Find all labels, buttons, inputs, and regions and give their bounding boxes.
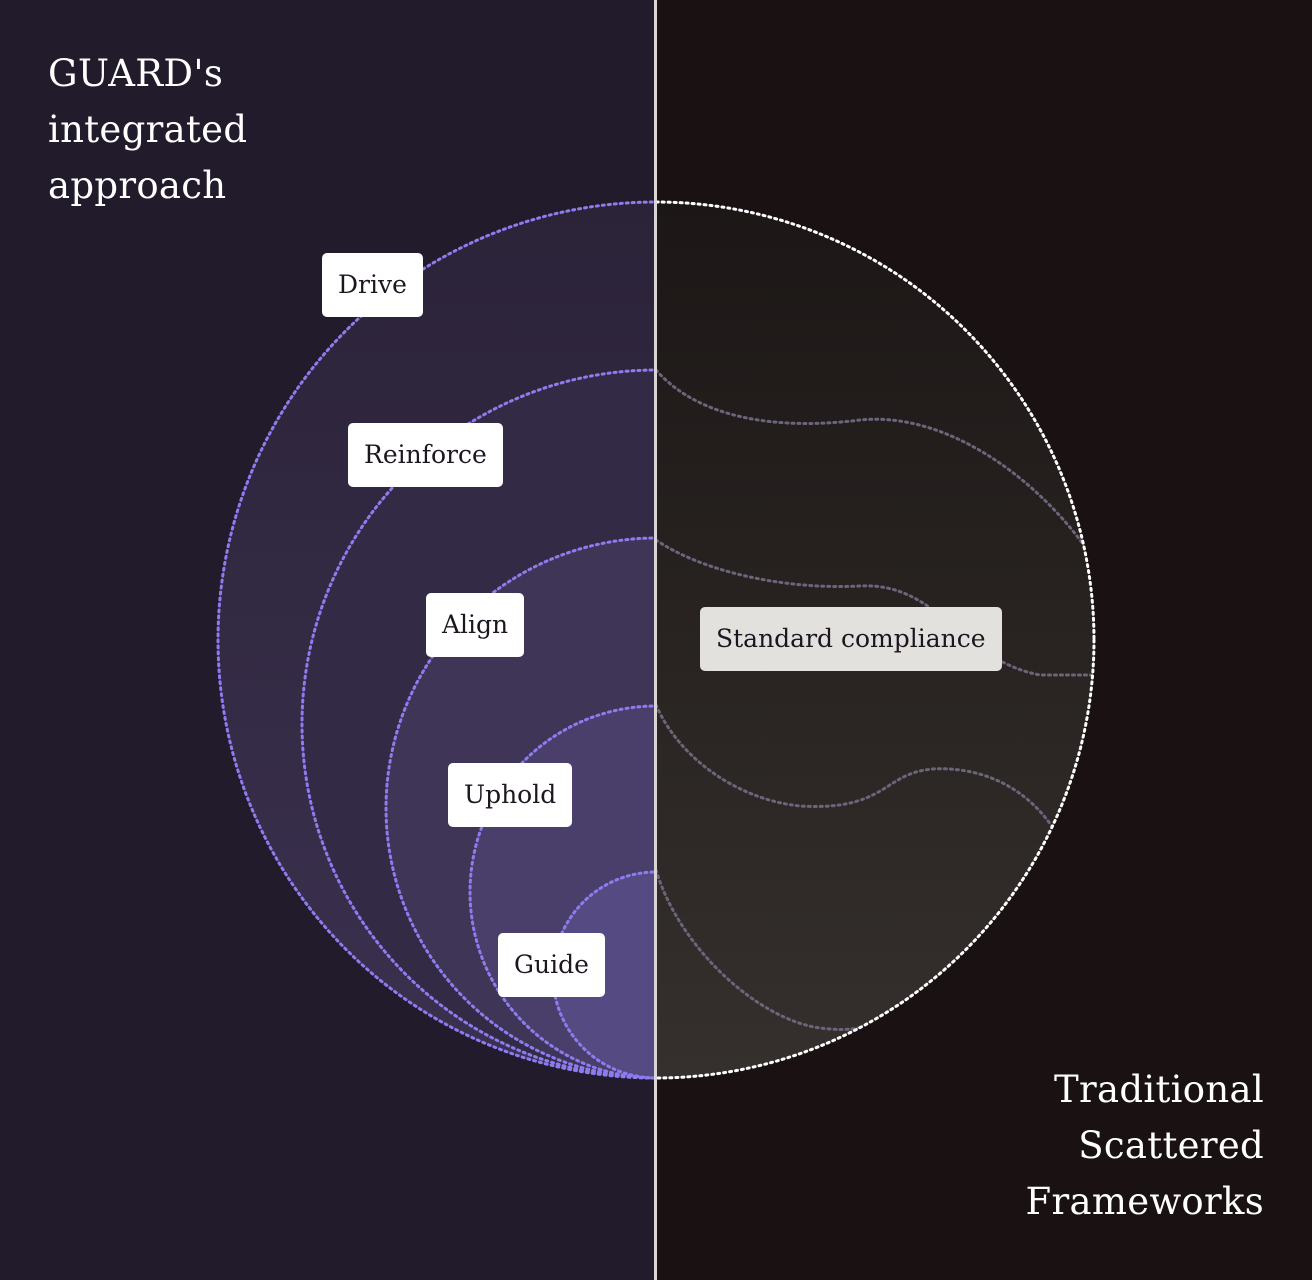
layer-label-reinforce: Reinforce — [348, 423, 503, 487]
heading-line: GUARD's — [48, 52, 224, 95]
heading-line: approach — [48, 164, 227, 207]
layer-reinforce-outline — [300, 368, 655, 1080]
scattered-outline — [656, 200, 1096, 1080]
layer-label-drive: Drive — [322, 253, 423, 317]
standard-compliance-label: Standard compliance — [700, 607, 1002, 671]
layer-uphold-outline — [468, 704, 655, 1080]
layer-drive-outline — [216, 200, 655, 1080]
layer-label-align: Align — [426, 593, 525, 657]
layer-label-uphold: Uphold — [448, 763, 573, 827]
center-divider — [654, 0, 657, 1280]
heading-line: Frameworks — [1025, 1180, 1264, 1223]
layer-align-outline — [384, 536, 655, 1080]
layer-label-guide: Guide — [498, 933, 605, 997]
integrated-approach-heading: GUARD's integrated approach — [48, 46, 247, 214]
heading-line: integrated — [48, 108, 248, 151]
scatter-line-1 — [656, 368, 1094, 572]
heading-line: Traditional — [1054, 1068, 1264, 1111]
traditional-frameworks-heading: Traditional Scattered Frameworks — [1026, 1062, 1264, 1230]
heading-line: Scattered — [1078, 1124, 1264, 1167]
scatter-line-3 — [656, 703, 1062, 842]
